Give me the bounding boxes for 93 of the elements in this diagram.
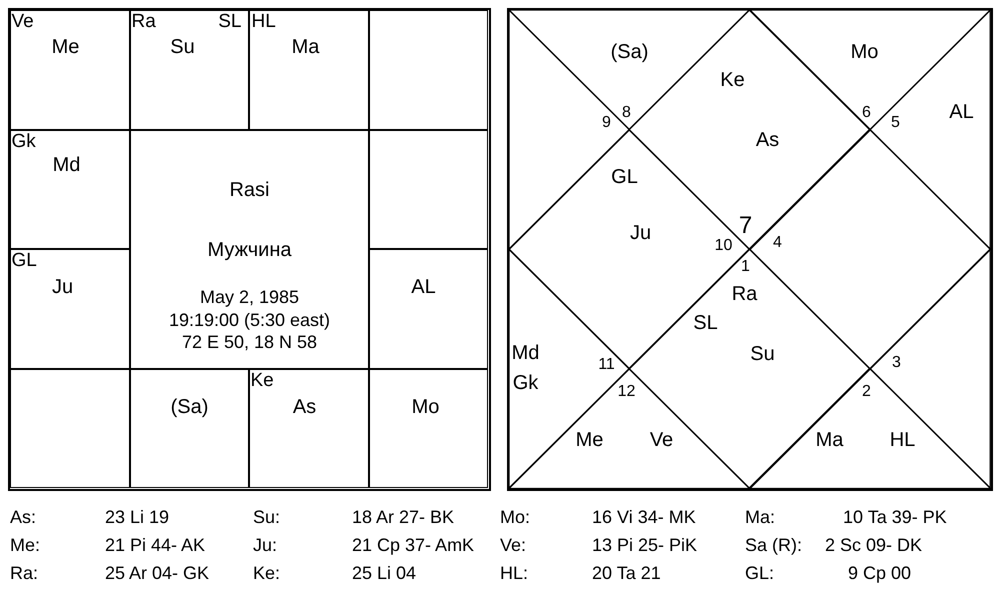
planet-abbreviation: Su (170, 36, 195, 56)
planet-abbreviation: Me (52, 36, 80, 56)
sign-square (368, 249, 488, 368)
planet-position: 25 Ar 04- GK (105, 564, 210, 582)
planet-name: HL: (500, 564, 528, 582)
sign-square (130, 10, 249, 130)
chart-frame (8, 8, 491, 491)
planet-position: 2 Sc 09- DK (825, 536, 922, 554)
planet-abbreviation: Ke (720, 70, 745, 90)
planet-position: 10 Ta 39- PK (843, 508, 947, 526)
house-triangle (509, 368, 750, 488)
sign-number: 3 (892, 354, 901, 370)
planet-abbreviation: Ra (132, 12, 156, 30)
planet-name: Ju: (253, 536, 278, 554)
chart-name: Rasi (230, 180, 270, 200)
planet-abbreviation: Su (750, 344, 775, 364)
planet-abbreviation: Ve (650, 430, 674, 450)
planet-position: 21 Cp 37- AmK (352, 536, 474, 554)
planet-abbreviation: Mo (412, 396, 440, 416)
sign-square (368, 10, 488, 130)
planet-name: Me: (10, 536, 40, 554)
planet-abbreviation: As (756, 130, 780, 150)
sign-square (10, 368, 130, 488)
planet-position: 21 Pi 44- AK (105, 536, 206, 554)
planet-abbreviation: Ju (630, 222, 652, 242)
planet-position: 23 Li 19 (105, 508, 170, 526)
planet-abbreviation: Ke (250, 370, 274, 390)
planet-name: Su: (253, 508, 280, 526)
planet-abbreviation: GL (12, 250, 37, 270)
planet-abbreviation: HL (890, 430, 916, 450)
sign-square (10, 130, 130, 249)
planet-abbreviation: Gk (512, 372, 538, 392)
planet-position: 25 Li 04 (352, 564, 416, 582)
sign-number: 1 (741, 258, 750, 274)
sign-square (130, 368, 249, 488)
planet-abbreviation: (Sa) (170, 396, 208, 416)
sign-number: 6 (862, 104, 871, 120)
planet-position: 13 Pi 25- PiK (592, 536, 698, 554)
sign-number: 11 (598, 356, 615, 372)
planet-abbreviation: Md (52, 154, 80, 174)
birth-coordinates: 72 E 50, 18 N 58 (182, 332, 318, 350)
planet-abbreviation: Ma (292, 36, 320, 56)
planet-abbreviation: Md (512, 342, 540, 362)
planet-abbreviation: Gk (12, 132, 36, 150)
sign-number: 5 (891, 114, 900, 130)
planet-name: Ma: (745, 508, 776, 526)
planet-abbreviation: Ju (52, 276, 74, 296)
planet-abbreviation: Mo (850, 42, 878, 62)
planet-name: Ve: (500, 536, 526, 554)
planet-abbreviation: (Sa) (610, 42, 648, 62)
house-triangle (870, 249, 990, 488)
planet-abbreviation: SL (693, 312, 718, 332)
sign-square (249, 10, 368, 130)
planet-abbreviation: Ma (816, 430, 844, 450)
chart-center-panel (130, 130, 368, 368)
planet-name: Ra: (10, 564, 38, 582)
planet-abbreviation: SL (218, 12, 242, 30)
planet-abbreviation: AL (949, 102, 974, 122)
sign-number: 7 (738, 214, 752, 238)
house-triangle (750, 10, 990, 130)
planet-name: Sa (R): (745, 536, 802, 554)
planet-position: 16 Vi 34- MK (592, 508, 696, 526)
sign-square (368, 368, 488, 488)
gender-text: Мужчина (207, 240, 292, 260)
sign-number: 8 (622, 104, 631, 120)
sign-number: 9 (602, 114, 611, 130)
sign-number: 4 (773, 234, 782, 250)
planet-abbreviation: Ra (732, 284, 758, 304)
planet-position: 18 Ar 27- BK (352, 508, 454, 526)
planet-name: Mo: (500, 508, 530, 526)
planet-abbreviation: AL (411, 276, 436, 296)
planet-abbreviation: As (292, 396, 316, 416)
birth-time: 19:19:00 (5:30 east) (168, 310, 330, 328)
sign-square (249, 368, 368, 488)
chart-frame (507, 8, 993, 491)
sign-number: 12 (618, 384, 636, 400)
planet-name: As: (10, 508, 36, 526)
planet-name: GL: (745, 564, 774, 582)
sign-square (10, 10, 130, 130)
planet-abbreviation: Ve (12, 12, 34, 30)
planet-position: 20 Ta 21 (592, 564, 661, 582)
house-triangle (509, 10, 750, 130)
planet-abbreviation: GL (611, 166, 638, 186)
sign-number: 10 (714, 238, 732, 254)
sign-square (10, 249, 130, 368)
house-triangle (750, 368, 990, 488)
birth-date: May 2, 1985 (200, 288, 300, 306)
planet-position: 9 Cp 00 (848, 564, 912, 582)
sign-square (368, 130, 488, 249)
sign-number: 2 (862, 384, 871, 400)
planet-abbreviation: Me (576, 430, 604, 450)
planet-name: Ke: (253, 564, 280, 582)
planet-abbreviation: HL (252, 12, 276, 30)
